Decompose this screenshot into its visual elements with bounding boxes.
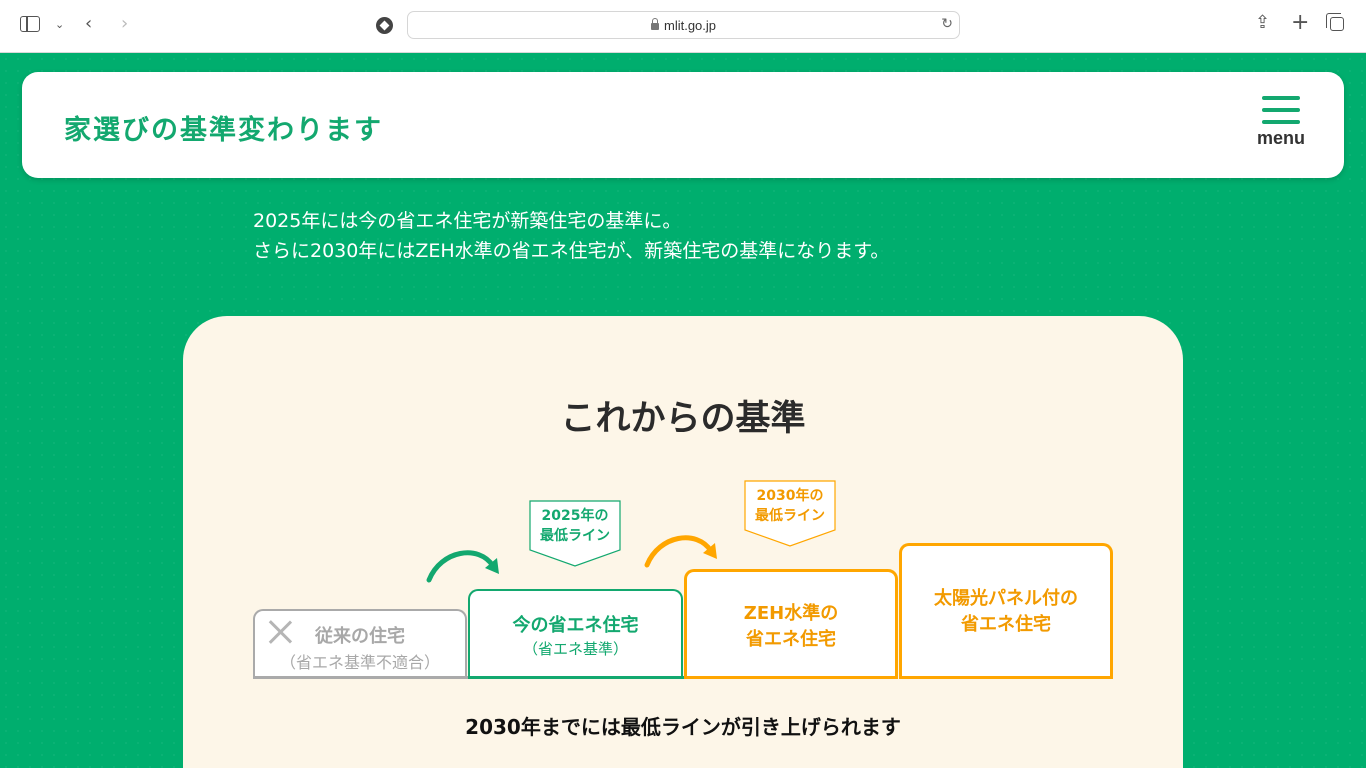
- share-icon[interactable]: ⇪: [1255, 12, 1271, 33]
- menu-label: menu: [1256, 128, 1305, 148]
- site-header: 家選びの基準変わります menu: [22, 72, 1344, 178]
- new-tab-icon[interactable]: +: [1291, 10, 1310, 35]
- url-text: mlit.go.jp: [663, 18, 717, 33]
- privacy-icon[interactable]: [376, 17, 393, 34]
- reload-icon[interactable]: ↻: [941, 16, 953, 32]
- site-title[interactable]: 家選びの基準変わります: [64, 115, 383, 146]
- menu-icon: [1262, 96, 1300, 100]
- step-current-energy-house: 今の省エネ住宅 （省エネ基準）: [468, 589, 683, 678]
- caption: 2030年までには最低ラインが引き上げられます: [465, 715, 901, 739]
- step-zeh-house: ZEH水準の省エネ住宅: [684, 569, 898, 678]
- intro-line-1: 2025年には今の省エネ住宅が新築住宅の基準に。: [253, 210, 682, 232]
- page: 家選びの基準変わります menu 2025年には今の省エネ住宅が新築住宅の基準に…: [0, 53, 1366, 768]
- close-icon: [267, 619, 293, 645]
- step-conventional-house: 従来の住宅 （省エネ基準不適合）: [253, 609, 467, 678]
- section-title: これからの基準: [560, 399, 806, 439]
- back-icon[interactable]: ‹: [85, 13, 93, 34]
- step-label: 従来の住宅: [315, 626, 405, 647]
- address-bar[interactable]: mlit.go.jp ↻: [407, 11, 960, 39]
- step-solar-panel-house: 太陽光パネル付の省エネ住宅: [899, 543, 1113, 678]
- tag-line-2: 最低ライン: [540, 528, 610, 544]
- step-sublabel: （省エネ基準不適合）: [279, 653, 440, 672]
- tag-line-2: 最低ライン: [755, 508, 825, 524]
- tab-overview-icon[interactable]: [1326, 13, 1344, 31]
- browser-toolbar: ⌄ ‹ › mlit.go.jp ↻ ⇪ +: [0, 0, 1366, 53]
- step-label: 太陽光パネル付の: [934, 588, 1078, 609]
- step-label: ZEH水準の: [743, 603, 839, 624]
- arrow-icon: [426, 550, 499, 583]
- min-line-tag-2025: 2025年の 最低ライン: [529, 500, 621, 568]
- step-sublabel: 省エネ住宅: [746, 629, 836, 650]
- tag-line-1: 2030年の: [756, 488, 824, 504]
- arrow-icon: [644, 535, 717, 568]
- intro-text: 2025年には今の省エネ住宅が新築住宅の基準に。 さらに2030年にはZEH水準…: [253, 206, 889, 266]
- step-sublabel: （省エネ基準）: [522, 640, 628, 658]
- min-line-tag-2030: 2030年の 最低ライン: [744, 480, 836, 548]
- standards-card: これからの基準 2025年の 最低ライン 2030年の 最低ライン 従来の住宅 …: [183, 316, 1183, 768]
- step-label: 今の省エネ住宅: [512, 615, 639, 636]
- menu-button[interactable]: menu: [1256, 96, 1306, 150]
- intro-line-2: さらに2030年にはZEH水準の省エネ住宅が、新築住宅の基準になります。: [253, 240, 890, 262]
- forward-icon[interactable]: ›: [121, 13, 129, 34]
- tag-line-1: 2025年の: [541, 508, 609, 524]
- chevron-down-icon[interactable]: ⌄: [55, 18, 65, 31]
- step-sublabel: 省エネ住宅: [961, 614, 1051, 635]
- sidebar-icon[interactable]: [20, 16, 40, 32]
- lock-icon: [650, 18, 659, 30]
